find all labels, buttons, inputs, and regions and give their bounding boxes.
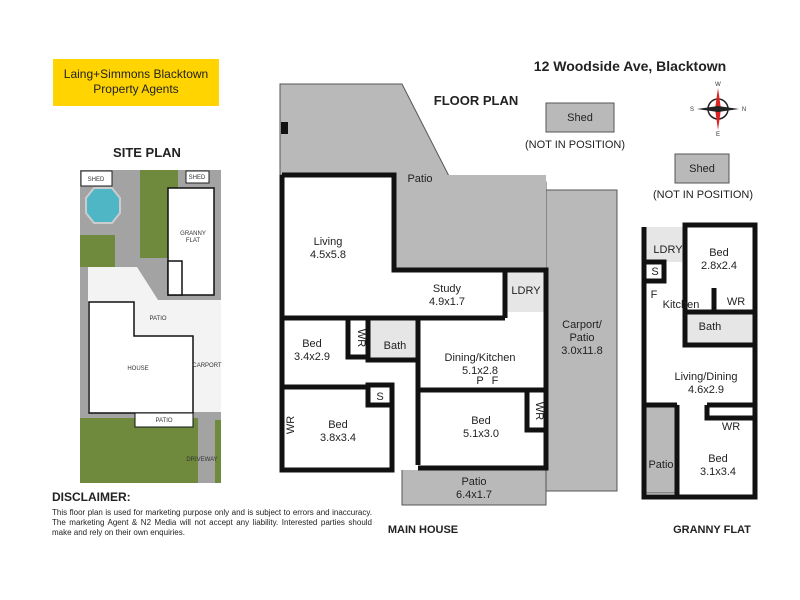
floor_plan-main_rooms-wr2-label: WR — [285, 416, 297, 434]
floor_plan-granny_rooms-kitchen-label: Kitchen — [663, 299, 700, 311]
compass-icon: W S N E — [690, 82, 746, 138]
floor_plan-granny_rooms-patio-label: Patio — [648, 459, 673, 471]
floor_plan-main_rooms-bed2-size-label: 3.8x3.4 — [320, 432, 356, 444]
floor_plan-main_rooms-bed3-size-label: 5.1x3.0 — [463, 428, 499, 440]
site_plan-labels-shed_left-label: SHED — [88, 177, 105, 183]
floor_plan-main_rooms-bed1-name-label: Bed — [302, 338, 322, 350]
site-plan-title: SITE PLAN — [113, 145, 181, 160]
floor_plan-granny_rooms-bath-label: Bath — [699, 321, 722, 333]
floor_plan-main_rooms-s-label: S — [376, 391, 383, 403]
floor_plan-main_rooms-p-label: P — [476, 375, 483, 387]
site-shed-right — [185, 170, 210, 184]
site_plan-labels-patio_top-label: PATIO — [149, 316, 166, 322]
site_plan-labels-house-label: HOUSE — [127, 366, 148, 372]
property-address: 12 Woodside Ave, Blacktown — [534, 58, 726, 74]
granny-flat-label: GRANNY FLAT — [673, 524, 751, 536]
floor_plan-compass-s-label: S — [690, 107, 694, 113]
floor_plan-main_rooms-patio_top-label: Patio — [407, 173, 432, 185]
floor_plan-main_rooms-patio_bottom-name-label: Patio — [461, 476, 486, 488]
carport — [545, 189, 618, 492]
main-house-label: MAIN HOUSE — [388, 524, 458, 536]
site-house — [88, 301, 194, 414]
floor_plan-main_rooms-carport-name2-label: Patio — [569, 332, 594, 344]
floor_plan-main_rooms-study-size-label: 4.9x1.7 — [429, 296, 465, 308]
floor_plan-main_rooms-dining-size-label: 5.1x2.8 — [462, 365, 498, 377]
floor_plan-main_rooms-carport-size-label: 3.0x11.8 — [561, 345, 602, 357]
site_plan-labels-patio_bottom-label: PATIO — [155, 418, 172, 424]
site_plan-labels-granny_flat_1-label: GRANNY — [180, 231, 206, 237]
floor_plan-granny_rooms-wr2-label: WR — [722, 421, 740, 433]
floor_plan-granny_rooms-bed1-size-label: 2.8x2.4 — [701, 260, 737, 272]
floor_plan-granny_rooms-bed2-size-label: 3.1x3.4 — [700, 466, 736, 478]
floor_plan-main_rooms-bed3-name-label: Bed — [471, 415, 491, 427]
floor_plan-granny_rooms-f-label: F — [651, 289, 658, 301]
floor_plan-main_rooms-f-label: F — [492, 375, 499, 387]
floor-plan-title: FLOOR PLAN — [434, 93, 519, 108]
disclaimer-title: DISCLAIMER: — [52, 490, 131, 504]
floor_plan-granny_rooms-ldry-label: LDRY — [653, 244, 683, 256]
shed-2: Shed (NOT IN POSITION) — [653, 153, 753, 201]
floor_plan-compass-w-label: W — [715, 82, 721, 88]
floor_plan-sheds-1-note-label: (NOT IN POSITION) — [653, 189, 753, 201]
floor_plan-granny_rooms-bed1-name-label: Bed — [709, 247, 729, 259]
disclaimer-text: This floor plan is used for marketing pu… — [52, 508, 372, 537]
floor_plan-compass-e-label: E — [716, 132, 720, 138]
site_plan-labels-carport-label: CARPORT — [192, 363, 222, 369]
floor_plan-main_rooms-carport-name1-label: Carport/ — [562, 319, 603, 331]
floor_plan-granny_rooms-bed2-name-label: Bed — [708, 453, 728, 465]
floor_plan-granny_rooms-living-name-label: Living/Dining — [675, 371, 738, 383]
floor_plan-granny_rooms-living-size-label: 4.6x2.9 — [688, 384, 724, 396]
floor_plan-main_rooms-bed2-name-label: Bed — [328, 419, 348, 431]
site_plan-labels-driveway-label: DRIVEWAY — [186, 457, 217, 463]
site-plan: SHED SHED GRANNY FLAT PATIO HOUSE CARPOR… — [80, 170, 222, 483]
floor_plan-sheds-1-label-label: Shed — [689, 163, 715, 175]
floor_plan-main_rooms-living-size-label: 4.5x5.8 — [310, 249, 346, 261]
shed-1: Shed (NOT IN POSITION) — [525, 102, 625, 151]
site_plan-labels-shed_right-label: SHED — [189, 175, 206, 181]
floor_plan-main_rooms-bed1-size-label: 3.4x2.9 — [294, 351, 330, 363]
floor_plan-granny_rooms-wr1-label: WR — [727, 296, 745, 308]
pool — [85, 187, 121, 224]
site_plan-labels-granny_flat_2-label: FLAT — [186, 238, 201, 244]
floor_plan-sheds-0-label-label: Shed — [567, 112, 593, 124]
granny-flat-plan: LDRY Bed 2.8x2.4 S F Kitchen WR Bath Liv… — [641, 222, 758, 500]
floor_plan-granny_rooms-s-label: S — [651, 266, 658, 278]
floor_plan-compass-n-label: N — [742, 107, 746, 113]
floor_plan-main_rooms-wr3-label: WR — [533, 402, 545, 420]
site-shed-left — [80, 170, 113, 187]
logo-line2: Property Agents — [93, 82, 178, 96]
floor_plan-main_rooms-living-name-label: Living — [314, 236, 343, 248]
logo-line1: Laing+Simmons Blacktown — [64, 67, 208, 81]
floor_plan-main_rooms-bath-label: Bath — [384, 340, 407, 352]
floor_plan-main_rooms-patio_bottom-size-label: 6.4x1.7 — [456, 489, 492, 501]
agency-logo: Laing+Simmons Blacktown Property Agents — [53, 59, 219, 106]
floor_plan-main_rooms-study-name-label: Study — [433, 283, 462, 295]
floor_plan-sheds-0-note-label: (NOT IN POSITION) — [525, 139, 625, 151]
floor_plan-main_rooms-ldry-label: LDRY — [511, 285, 541, 297]
main-house-plan: Patio Living 4.5x5.8 Study 4.9x1.7 LDRY … — [279, 83, 618, 506]
site-patio — [134, 412, 194, 428]
floor_plan-main_rooms-wr1-label: WR — [355, 329, 367, 347]
floor_plan-main_rooms-dining-name-label: Dining/Kitchen — [445, 352, 516, 364]
